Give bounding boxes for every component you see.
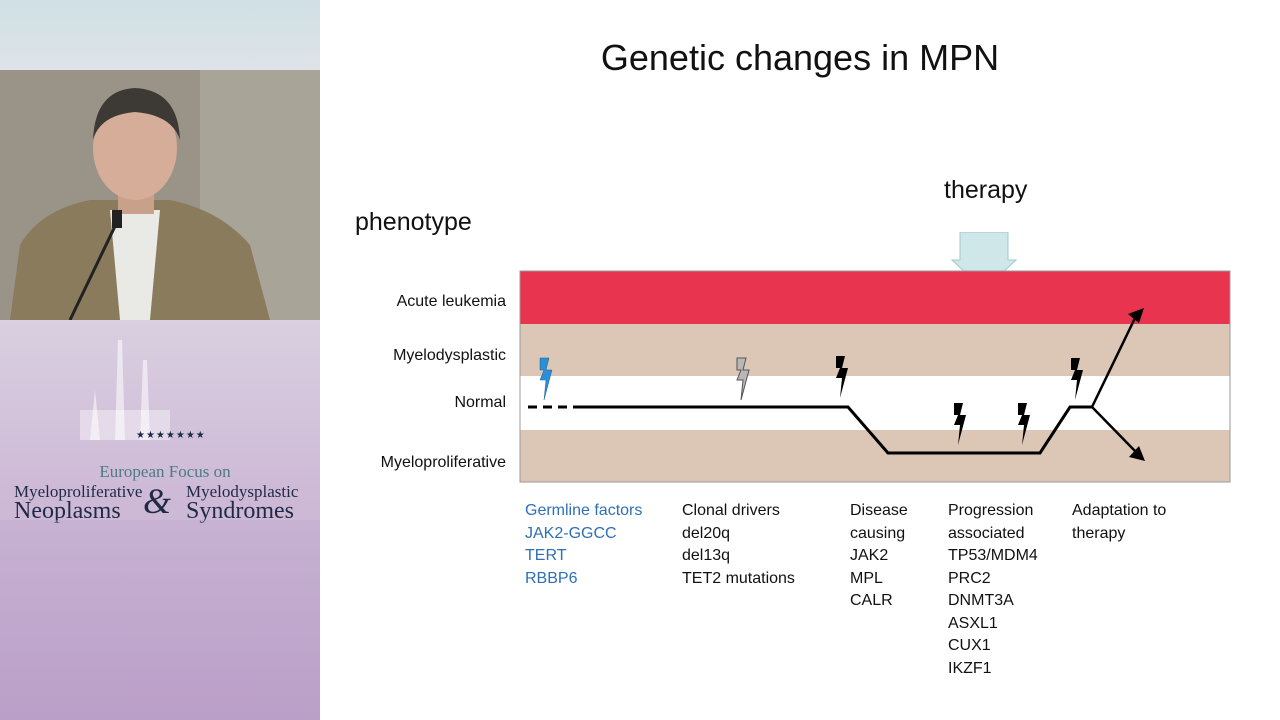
logo-ampersand: & — [143, 481, 172, 521]
clonal-drivers-column: Clonal drivers del20q del13q TET2 mutati… — [682, 500, 795, 590]
progression-item: DNMT3A — [948, 592, 1014, 609]
germline-item: JAK2-GGCC — [525, 524, 617, 542]
label-acute-leukemia: Acute leukemia — [396, 293, 506, 310]
band-acute-leukemia — [520, 271, 1230, 324]
label-normal: Normal — [454, 394, 506, 411]
germline-item: RBBP6 — [525, 569, 578, 587]
clonal-driver-bolt-icon — [736, 357, 750, 401]
town-background-image — [0, 520, 320, 720]
disease-item: MPL — [850, 569, 883, 587]
adaptation-bolt-icon — [1071, 358, 1083, 400]
slide-title: Genetic changes in MPN — [600, 37, 1000, 78]
arrow-to-myeloproliferative — [1091, 406, 1137, 453]
clonal-item: del20q — [682, 524, 731, 542]
slide: Genetic changes in MPN therapy phenotype… — [320, 0, 1280, 720]
arrowhead-down-icon — [1129, 446, 1145, 461]
disease-item: CALR — [850, 592, 893, 609]
progression-title-line2: associated — [948, 524, 1025, 542]
band-normal — [520, 376, 1230, 430]
progression-item: PRC2 — [948, 569, 991, 587]
germline-factors-column: Germline factors JAK2-GGCC TERT RBBP6 — [525, 500, 642, 590]
adaptation-title-line1: Adaptation to — [1072, 502, 1167, 519]
label-myelodysplastic: Myelodysplastic — [393, 347, 506, 364]
clonal-item: TET2 mutations — [682, 569, 795, 587]
arrowhead-up-icon — [1128, 308, 1144, 323]
clonal-title: Clonal drivers — [682, 502, 780, 519]
progression-associated-column: Progression associated TP53/MDM4 PRC2 DN… — [948, 500, 1038, 680]
logo-syndromes: Syndromes — [186, 498, 294, 524]
logo-neoplasms: Neoplasms — [14, 498, 121, 524]
germline-item: TERT — [525, 547, 567, 564]
germline-title: Germline factors — [525, 502, 643, 519]
logo-title: European Focus on — [99, 462, 231, 481]
clonal-trajectory-line — [580, 405, 1092, 455]
speaker-image — [0, 70, 320, 320]
disease-title-line2: causing — [850, 524, 906, 542]
band-myelodysplastic — [520, 324, 1230, 376]
speaker-video — [0, 70, 320, 320]
progression-item: IKZF1 — [948, 659, 992, 677]
progression-item: CUX1 — [948, 637, 991, 654]
label-myeloproliferative: Myeloproliferative — [380, 454, 506, 471]
diagram-border — [519, 270, 1231, 483]
conference-sidebar: ★★★★★★★ European Focus on Myeloprolifera… — [0, 0, 320, 720]
arrow-to-acute-leukemia — [1090, 315, 1138, 408]
adaptation-title-line2: therapy — [1072, 524, 1126, 542]
phenotype-diagram — [519, 232, 1231, 483]
progression-bolt-icon-2 — [1018, 403, 1030, 445]
event-logo: ★★★★★★★ European Focus on Myeloprolifera… — [0, 430, 320, 530]
disease-title-line1: Disease — [850, 502, 908, 519]
clonal-item: del13q — [682, 547, 731, 564]
adaptation-column: Adaptation to therapy — [1072, 500, 1166, 545]
disease-causing-column: Disease causing JAK2 MPL CALR — [850, 500, 908, 613]
progression-item: ASXL1 — [948, 614, 998, 632]
disease-item: JAK2 — [850, 547, 889, 564]
therapy-label: therapy — [944, 176, 1028, 204]
progression-title-line1: Progression — [948, 502, 1034, 519]
phenotype-label: phenotype — [355, 208, 472, 236]
logo-myelodysplastic: Myelodysplastic — [186, 482, 299, 501]
progression-bolt-icon-1 — [954, 403, 966, 445]
city-skyline-image — [80, 340, 170, 440]
disease-causing-bolt-icon — [836, 356, 848, 398]
germline-bolt-icon — [539, 357, 553, 401]
logo-stars: ★★★★★★★ — [136, 430, 206, 441]
logo-myeloproliferative: Myeloproliferative — [14, 482, 143, 501]
progression-item: TP53/MDM4 — [948, 547, 1038, 564]
